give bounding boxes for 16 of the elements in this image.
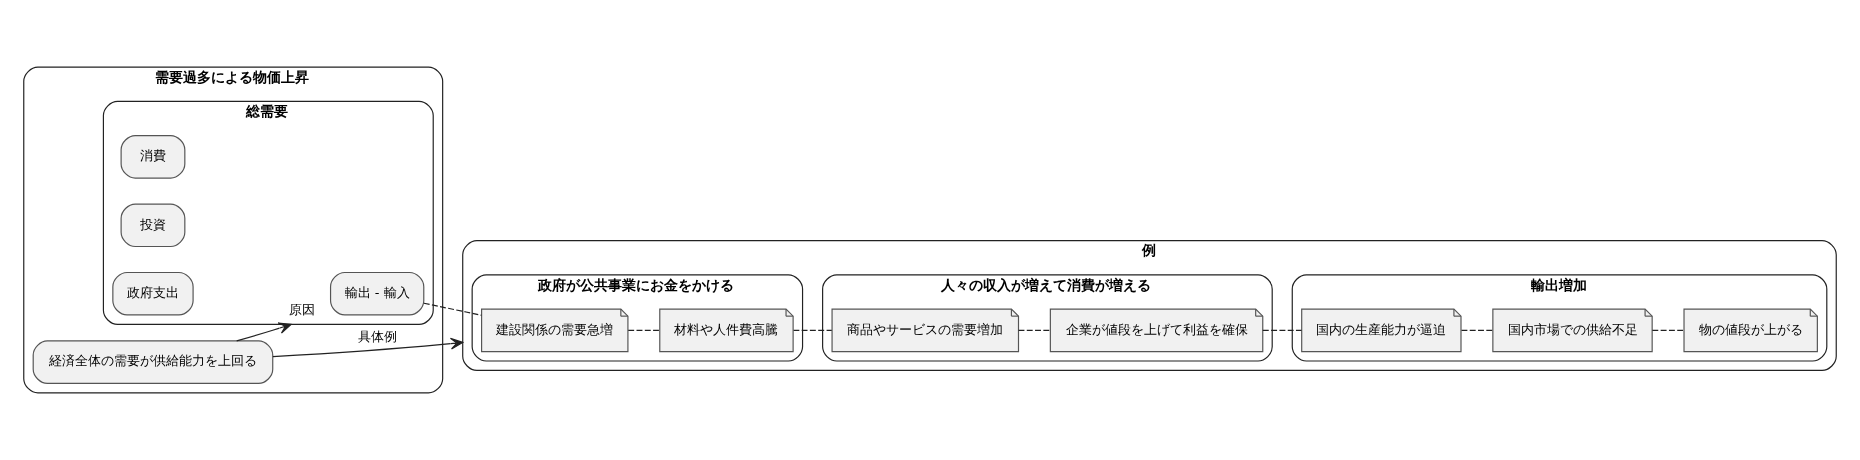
connector — [793, 329, 833, 331]
connector — [1018, 329, 1051, 331]
edge-label: 具体例 — [357, 328, 397, 344]
arrow — [236, 322, 292, 342]
connector — [1651, 329, 1685, 331]
edge-label: 原因 — [288, 301, 315, 317]
node-box: 輸出 - 輸入 — [329, 271, 425, 316]
connector — [1262, 329, 1303, 331]
connector — [1460, 329, 1494, 331]
connector — [627, 329, 661, 331]
node-box: 経済全体の需要が供給能力を上回る — [32, 340, 274, 384]
connector — [423, 302, 482, 316]
node-box: 投資 — [120, 203, 186, 248]
node-box: 消費 — [120, 135, 186, 179]
arrow — [272, 337, 464, 358]
node-box: 政府支出 — [112, 271, 194, 316]
